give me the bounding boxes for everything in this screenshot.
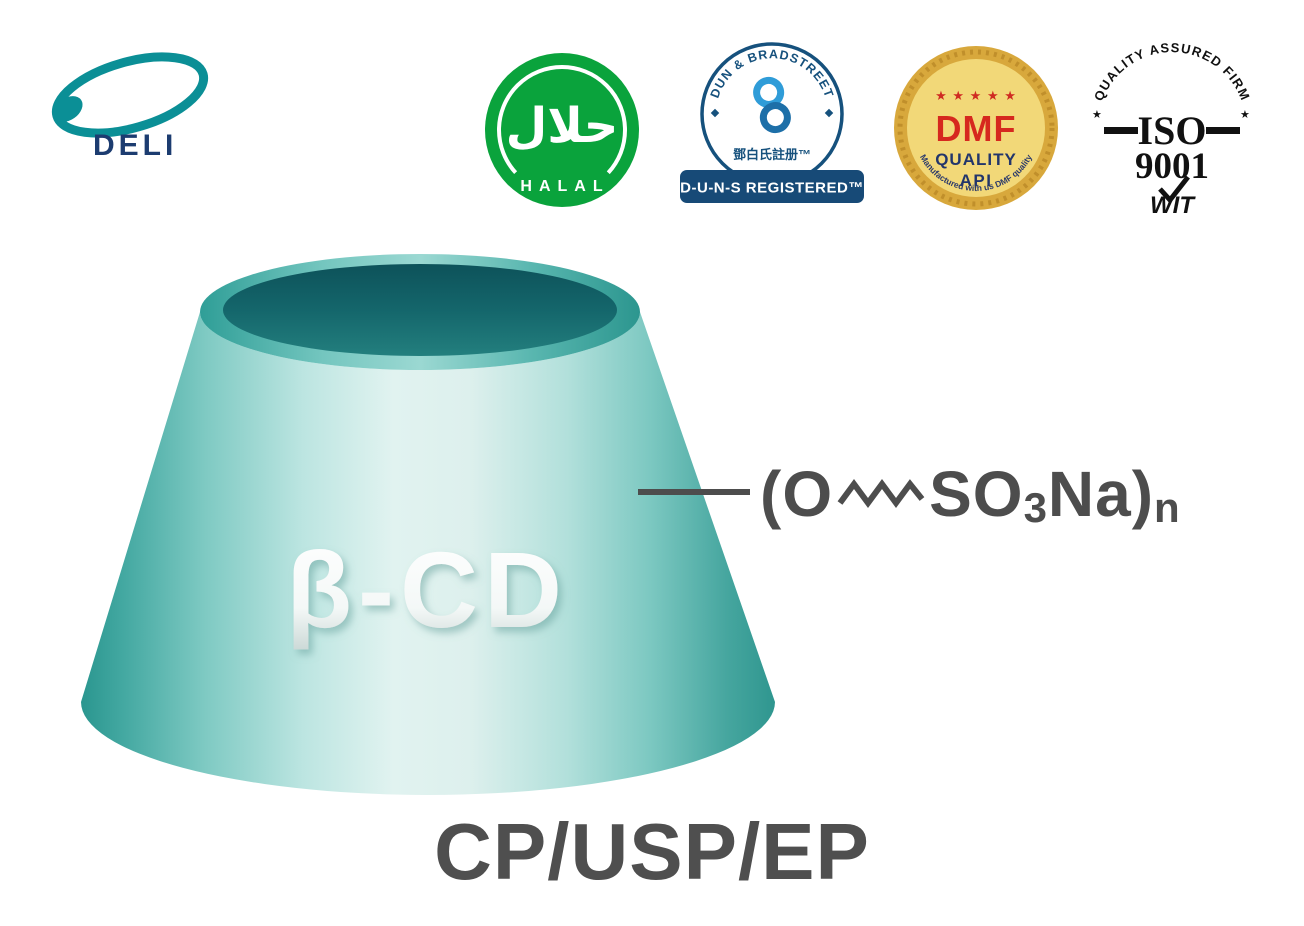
iso-arc-text: QUALITY ASSURED FIRM [1091, 40, 1252, 103]
iso-star-left-icon: ★ [1092, 109, 1102, 121]
halal-badge: حلال HALAL [482, 50, 642, 215]
formula-so: SO [929, 458, 1024, 530]
iso-badge-graphic: QUALITY ASSURED FIRM ★ ★ ISO 9001 WIT [1091, 40, 1253, 219]
cone-graphic: β-CD [81, 254, 775, 795]
bond-line [638, 489, 750, 495]
iso-arc-title: QUALITY ASSURED FIRM [1091, 40, 1253, 103]
dmf-badge-graphic: ★ ★ ★ ★ ★ DMF QUALITY API Manufactured w… [894, 46, 1058, 210]
dnb-ribbon-text: D-U-N-S REGISTERED™ [680, 180, 864, 197]
formula-open-paren-o: (O [760, 458, 834, 530]
dnb-badge-graphic: DUN & BRADSTREET 鄧白氏註册™ D-U-N-S REGISTER… [680, 42, 864, 203]
iso-number: 9001 [1135, 146, 1209, 187]
halal-label-text: HALAL [520, 178, 609, 195]
dmf-quality-text: QUALITY [935, 150, 1017, 169]
dmf-inner-circle [907, 59, 1045, 197]
formula-na-close: Na) [1047, 458, 1155, 530]
halal-ring [497, 65, 627, 195]
iso-badge: QUALITY ASSURED FIRM ★ ★ ISO 9001 WIT [1080, 30, 1265, 220]
formula-subscript-3: 3 [1023, 484, 1048, 531]
deli-logo: DELI [35, 45, 225, 175]
dnb-chinese-text: 鄧白氏註册™ [733, 147, 811, 162]
deli-dot-icon [53, 96, 83, 122]
iso-bar-right [1206, 127, 1240, 134]
beta-cd-cone: β-CD [55, 235, 825, 820]
deli-logo-graphic: DELI [51, 52, 209, 162]
dmf-badge: ★ ★ ★ ★ ★ DMF QUALITY API Manufactured w… [888, 40, 1064, 221]
grade-text: CP/USP/EP [434, 807, 870, 896]
deli-logo-text: DELI [93, 129, 177, 162]
cone-body [81, 312, 775, 795]
halal-circle [485, 53, 639, 207]
iso-mark-text: WIT [1150, 192, 1196, 215]
dnb-circle [700, 42, 844, 186]
formula-subscript-n: n [1154, 484, 1181, 531]
iso-checkmark-icon [1158, 175, 1190, 204]
dnb-ribbon [680, 170, 864, 203]
dnb-duns-symbol-icon [753, 76, 791, 134]
dmf-decor-ring [897, 49, 1055, 207]
cone-label: β-CD [286, 529, 568, 650]
chemical-formula: (O SO3Na)n [638, 458, 1181, 532]
dmf-title: DMF [936, 108, 1017, 149]
iso-bar-left [1104, 127, 1138, 134]
halal-arabic-text: حلال [506, 98, 619, 154]
zigzag-bond-icon [837, 478, 925, 509]
dmf-stars: ★ ★ ★ ★ ★ [935, 88, 1017, 103]
dnb-badge: DUN & BRADSTREET 鄧白氏註册™ D-U-N-S REGISTER… [672, 28, 872, 218]
cone-opening [223, 264, 617, 356]
iso-star-right-icon: ★ [1240, 109, 1250, 121]
iso-title: ISO [1138, 108, 1207, 153]
halal-badge-graphic: حلال HALAL [485, 53, 639, 207]
dmf-api-text: API [960, 171, 993, 190]
